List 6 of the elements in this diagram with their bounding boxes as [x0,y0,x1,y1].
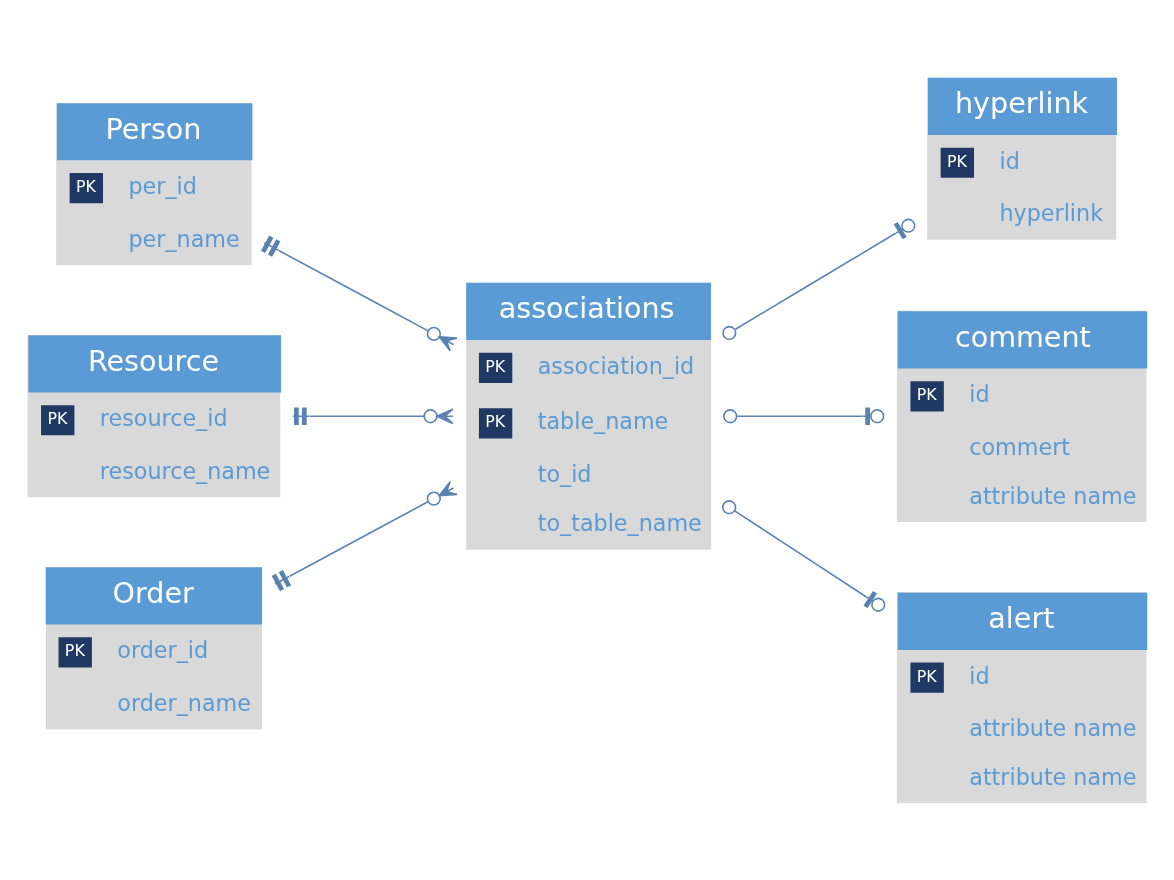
connector [723,407,885,425]
connector [292,407,454,425]
connector [722,218,916,340]
connector [271,480,458,591]
connector [260,234,458,352]
connector [722,499,886,612]
